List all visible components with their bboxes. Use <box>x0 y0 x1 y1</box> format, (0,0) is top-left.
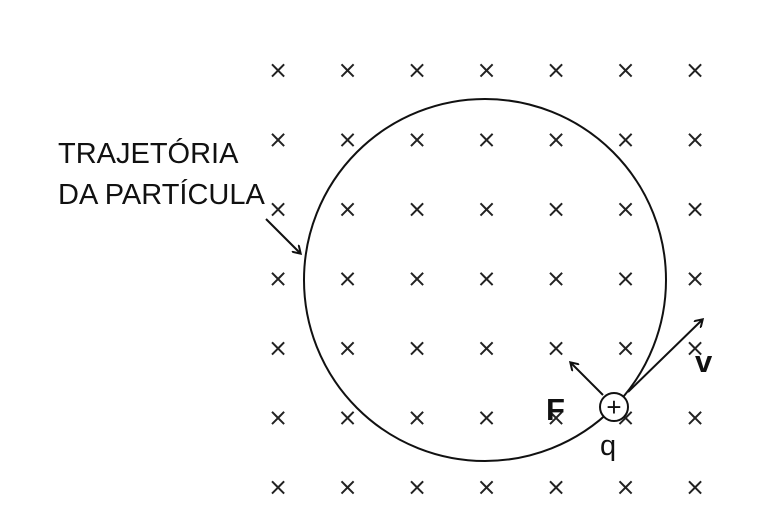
particle-trajectory-circle <box>303 98 667 462</box>
field-cross-icon: × <box>685 195 705 223</box>
field-cross-icon: × <box>615 265 635 293</box>
velocity-vector-arrow <box>627 320 702 393</box>
field-cross-icon: × <box>615 195 635 223</box>
field-cross-icon: × <box>268 265 288 293</box>
field-cross-icon: × <box>476 404 496 432</box>
field-cross-icon: × <box>546 334 566 362</box>
field-cross-icon: × <box>476 334 496 362</box>
field-cross-icon: × <box>476 56 496 84</box>
charge-particle-circle <box>599 392 629 422</box>
field-cross-icon: × <box>615 473 635 501</box>
field-cross-icon: × <box>476 473 496 501</box>
field-cross-icon: × <box>615 334 635 362</box>
field-cross-icon: × <box>685 404 705 432</box>
charge-label: q <box>600 430 616 462</box>
field-cross-icon: × <box>337 126 357 154</box>
field-cross-icon: × <box>546 404 566 432</box>
field-cross-icon: × <box>268 404 288 432</box>
field-cross-icon: × <box>476 195 496 223</box>
velocity-label: v <box>695 344 713 379</box>
field-cross-icon: × <box>546 56 566 84</box>
field-cross-icon: × <box>407 404 427 432</box>
trajectory-label-line-2: DA PARTÍCULA <box>58 178 265 211</box>
field-cross-icon: × <box>546 473 566 501</box>
field-cross-icon: × <box>337 265 357 293</box>
field-cross-icon: × <box>615 56 635 84</box>
field-cross-icon: × <box>615 126 635 154</box>
magnetic-field-grid: × × × × × × × × × × × × × × × × × × × × × × × × × × × × × × × × × × × × × × × ×… <box>268 56 705 501</box>
charge-plus-sign: + <box>606 392 621 422</box>
field-cross-icon: × <box>685 473 705 501</box>
trajectory-pointer-arrow <box>265 218 300 253</box>
field-cross-icon: × <box>546 126 566 154</box>
field-cross-icon: × <box>337 473 357 501</box>
field-cross-icon: × <box>476 126 496 154</box>
field-cross-icon: × <box>268 334 288 362</box>
field-cross-icon: × <box>407 195 427 223</box>
field-cross-icon: × <box>268 195 288 223</box>
field-cross-icon: × <box>337 404 357 432</box>
field-cross-icon: × <box>268 126 288 154</box>
trajectory-label-line-1: TRAJETÓRIA <box>58 137 239 170</box>
force-vector-arrow <box>571 363 604 396</box>
field-cross-icon: × <box>337 56 357 84</box>
field-cross-icon: × <box>407 56 427 84</box>
field-cross-icon: × <box>407 334 427 362</box>
force-label: F <box>546 392 565 427</box>
field-cross-icon: × <box>685 56 705 84</box>
field-cross-icon: × <box>407 265 427 293</box>
field-cross-icon: × <box>407 126 427 154</box>
field-cross-icon: × <box>685 334 705 362</box>
field-cross-icon: × <box>546 195 566 223</box>
field-cross-icon: × <box>337 334 357 362</box>
field-cross-icon: × <box>337 195 357 223</box>
field-cross-icon: × <box>268 56 288 84</box>
field-cross-icon: × <box>685 126 705 154</box>
field-cross-icon: × <box>685 265 705 293</box>
field-cross-icon: × <box>407 473 427 501</box>
field-cross-icon: × <box>268 473 288 501</box>
field-cross-icon: × <box>546 265 566 293</box>
field-cross-icon: × <box>476 265 496 293</box>
